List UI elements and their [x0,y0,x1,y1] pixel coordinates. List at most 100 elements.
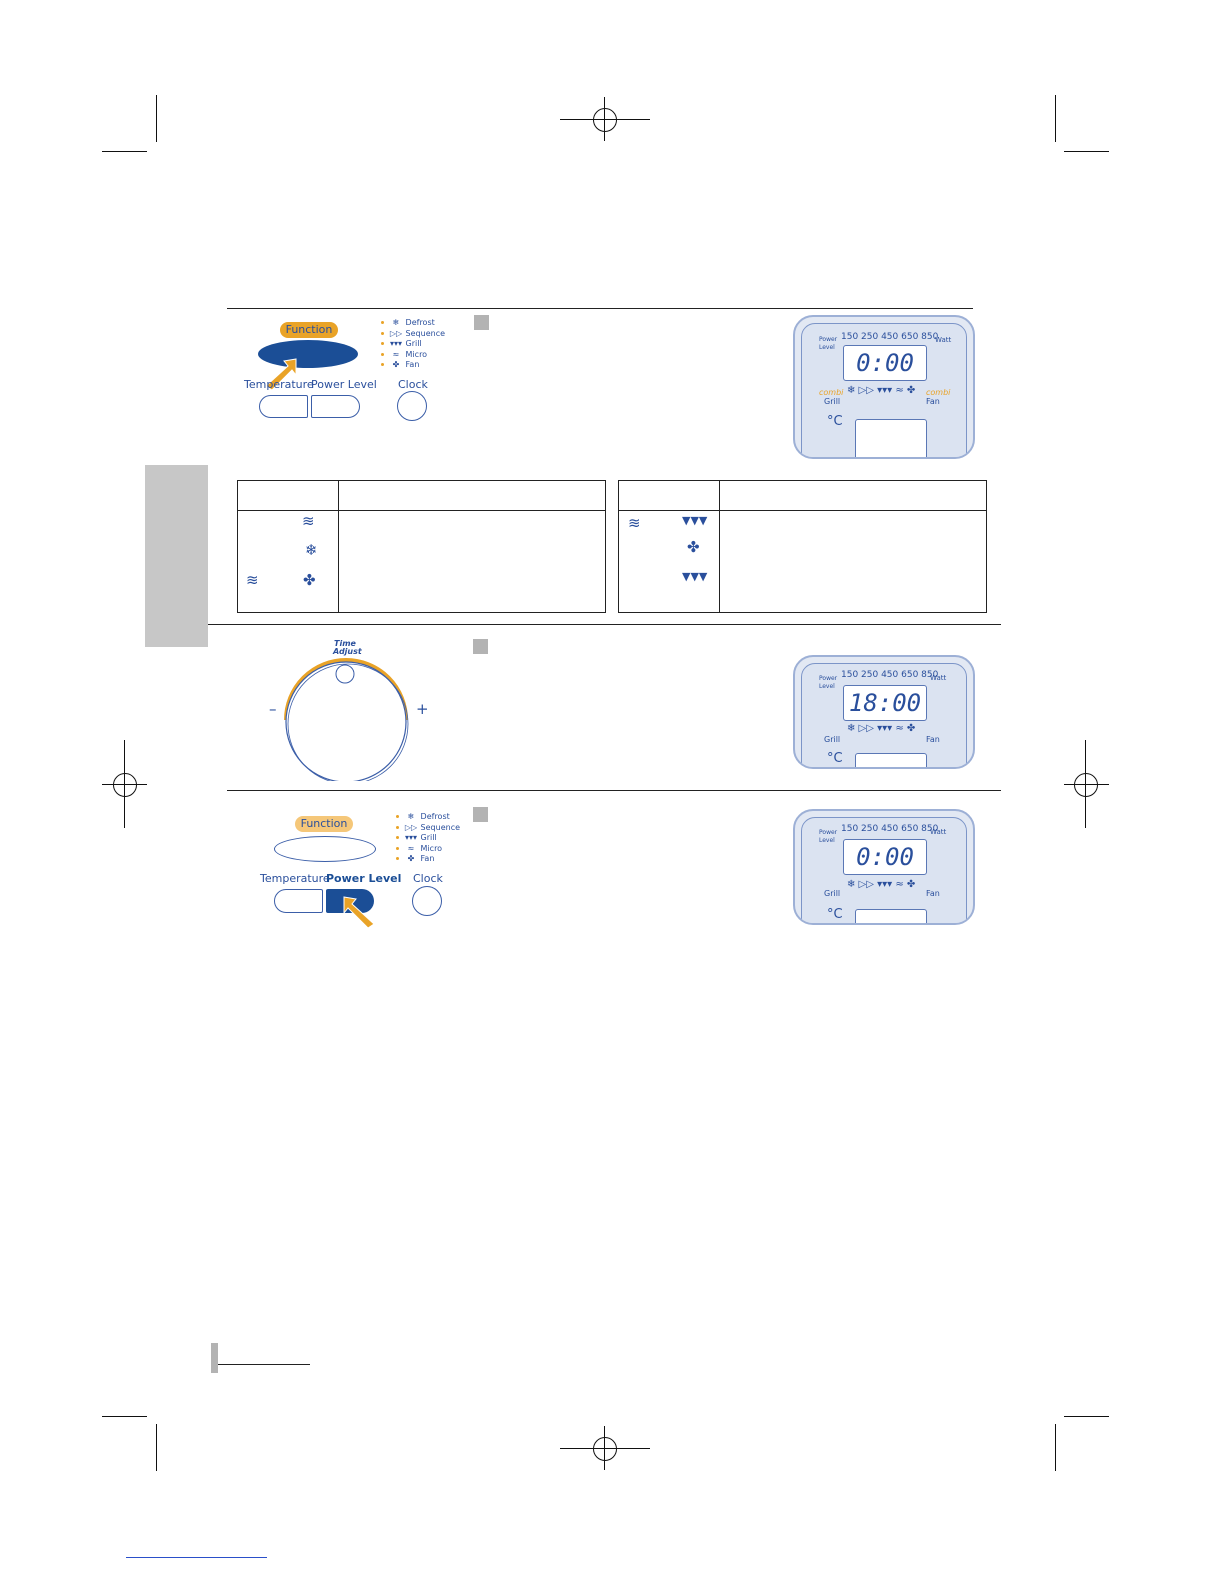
menu-item-micro: ≈ Micro [396,844,460,855]
grill-icon: ▼▼▼ [682,514,708,527]
sequence-icon: ▷▷ [389,328,403,338]
micro-icon: ≈ [392,349,400,359]
mode-icons: ❄ ▷▷ ▾▾▾ ≈ ✤ [847,879,916,890]
grill-icon: ▾▾▾ [404,833,418,842]
menu-item-defrost: ❄ Defrost [381,318,445,329]
temp-screen [855,419,927,457]
power-levels: 150 250 450 650 850 [841,332,939,342]
crop-mark [102,1416,147,1417]
micro-icon: ≋ [246,571,259,589]
function-button[interactable] [274,836,376,862]
menu-item-micro: ≈ Micro [381,350,445,361]
crop-mark [1055,1424,1056,1471]
grill-label: Grill [824,735,841,744]
step-marker [473,807,488,822]
menu-item-defrost: ❄ Defrost [396,812,460,823]
section-divider [208,624,1001,625]
menu-item-sequence: ▷▷ Sequence [396,823,460,834]
step-marker [473,639,488,654]
registration-mark [593,1437,617,1461]
crop-mark [1064,1416,1109,1417]
dial-title: Time Adjust [333,639,362,656]
mode-table-left [237,480,606,613]
menu-item-sequence: ▷▷ Sequence [381,329,445,340]
menu-item-fan: ✤ Fan [381,360,445,371]
fan-label: Fan [926,889,940,898]
watt-label: Watt [935,336,952,344]
defrost-icon: ❄ [392,318,400,327]
function-label: Function [280,322,338,338]
watt-label: Watt [930,828,947,836]
power-level-button[interactable] [311,395,360,418]
micro-icon: ≋ [302,512,315,530]
time-readout: 0:00 [843,345,927,381]
function-menu: ❄ Defrost ▷▷ Sequence ▾▾▾ Grill ≈ Micro … [396,812,460,865]
pointer-arrow-icon [343,896,375,929]
defrost-icon: ❄ [305,541,318,559]
time-adjust-dial[interactable] [262,636,432,781]
temperature-label: Temperature [260,872,330,885]
mode-icons: ❄ ▷▷ ▾▾▾ ≈ ✤ [847,723,916,734]
power-level-caption: Power Level [819,336,838,351]
registration-mark [1074,773,1098,797]
menu-item-grill: ▾▾▾ Grill [381,339,445,350]
clock-button[interactable] [412,886,442,916]
clock-label: Clock [413,872,443,885]
minus-sign: – [269,700,277,718]
sequence-icon: ▷▷ [404,822,418,832]
power-levels: 150 250 450 650 850 [841,670,939,680]
combi-right: combi [926,388,951,397]
function-label: Function [295,816,353,832]
fan-label: Fan [926,735,940,744]
crop-mark [1064,151,1109,152]
clock-button[interactable] [397,391,427,421]
temp-label: °C [827,907,843,922]
clock-label: Clock [398,378,428,391]
grill-icon: ▼▼▼ [682,570,708,583]
temp-label: °C [827,414,843,429]
defrost-icon: ❄ [407,812,415,821]
step-marker [474,315,489,330]
temp-label: °C [827,751,843,766]
plus-sign: + [416,700,429,718]
crop-mark [156,1424,157,1471]
temperature-button[interactable] [259,395,308,418]
micro-icon: ≋ [628,514,641,532]
power-levels: 150 250 450 650 850 [841,824,939,834]
fan-icon: ✤ [392,360,400,369]
mode-table-right [618,480,987,613]
menu-item-grill: ▾▾▾ Grill [396,833,460,844]
fan-icon: ✤ [407,854,415,863]
function-menu: ❄ Defrost ▷▷ Sequence ▾▾▾ Grill ≈ Micro … [381,318,445,371]
crop-mark [156,95,157,142]
power-level-caption: Power Level [819,829,838,844]
grill-icon: ▾▾▾ [389,339,403,348]
registration-mark [113,773,137,797]
time-readout: 0:00 [843,839,927,875]
temp-screen [855,753,927,767]
pointer-arrow-icon [265,358,297,391]
crop-mark [1055,95,1056,142]
footer-rule [218,1364,310,1365]
footer-link-rule [126,1557,267,1558]
section-divider [227,308,973,309]
function-button[interactable] [258,340,358,368]
mode-icons: ❄ ▷▷ ▾▾▾ ≈ ✤ [847,385,916,396]
fan-icon: ✤ [303,571,316,589]
watt-label: Watt [930,674,947,682]
fan-icon: ✤ [687,538,700,556]
temperature-button[interactable] [274,889,323,913]
grill-label: Grill [824,397,841,406]
section-tab [145,465,208,647]
crop-mark [102,151,147,152]
registration-mark [593,108,617,132]
temperature-label: Temperature [244,378,314,391]
menu-item-fan: ✤ Fan [396,854,460,865]
fan-label: Fan [926,397,940,406]
temp-screen [855,909,927,923]
oven-display: Power Level 150 250 450 650 850 Watt 18:… [793,655,975,769]
power-level-caption: Power Level [819,675,838,690]
grill-label: Grill [824,889,841,898]
power-level-label: Power Level [311,378,377,391]
page-number-bar [211,1343,218,1373]
